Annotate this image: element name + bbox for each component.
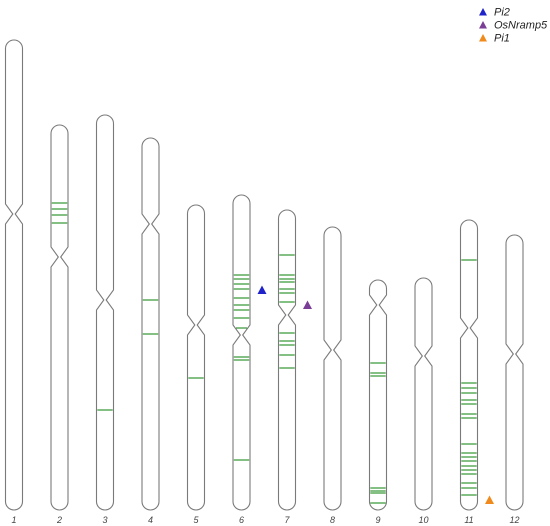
chromosome-label: 1 [11,515,16,525]
chromosome-outline [368,279,388,511]
legend-label: OsNramp5 [494,20,548,32]
chromosome-6: 6 [232,194,251,525]
gene-marker-group [257,285,494,504]
legend-item-pi1: Pi1 [479,33,510,45]
chromosome-outline [323,226,342,511]
chromosome-label: 6 [239,515,244,525]
triangle-up-icon [479,21,487,29]
triangle-up-icon [479,34,487,42]
chromosome-3: 3 [95,114,115,525]
gene-marker-pi2 [257,285,267,294]
chromosome-label: 12 [509,515,519,525]
gene-marker-pi1 [485,495,494,504]
legend-label: Pi2 [494,7,510,19]
chromosome-outline [4,39,24,511]
chromosome-label: 5 [193,515,199,525]
chromosome-4: 4 [141,137,160,525]
chromosome-label: 10 [418,515,428,525]
chromosome-outline [505,234,524,511]
chromosome-label: 9 [375,515,380,525]
chromosome-outline [141,137,160,511]
chromosome-label: 3 [102,515,107,525]
chromosome-label: 4 [148,515,153,525]
legend-item-osnramp5: OsNramp5 [479,20,548,32]
chromosome-outline [50,124,69,511]
chromosome-label: 11 [464,515,473,525]
chromosome-label: 7 [284,515,290,525]
legend-label: Pi1 [494,33,510,45]
chromosome-outline [459,219,479,511]
chromosome-outline [232,194,251,511]
chromosome-1: 1 [4,39,24,525]
chromosome-2: 2 [50,124,69,525]
chromosome-12: 12 [505,234,524,525]
legend-item-pi2: Pi2 [479,7,510,19]
chromosome-outline [95,114,115,511]
chromosome-11: 11 [459,219,479,525]
chromosome-outline [186,204,206,511]
chromosome-7: 7 [277,209,297,525]
chromosome-8: 8 [323,226,342,525]
chromosome-outline [277,209,297,511]
chromosome-5: 5 [186,204,206,525]
chromosome-outline [414,277,433,511]
chromosome-label: 8 [330,515,335,525]
triangle-up-icon [479,8,487,16]
chromosome-label: 2 [56,515,62,525]
chromosome-10: 10 [414,277,433,525]
chromosome-9: 9 [368,279,388,525]
gene-marker-osnramp5 [303,300,312,309]
